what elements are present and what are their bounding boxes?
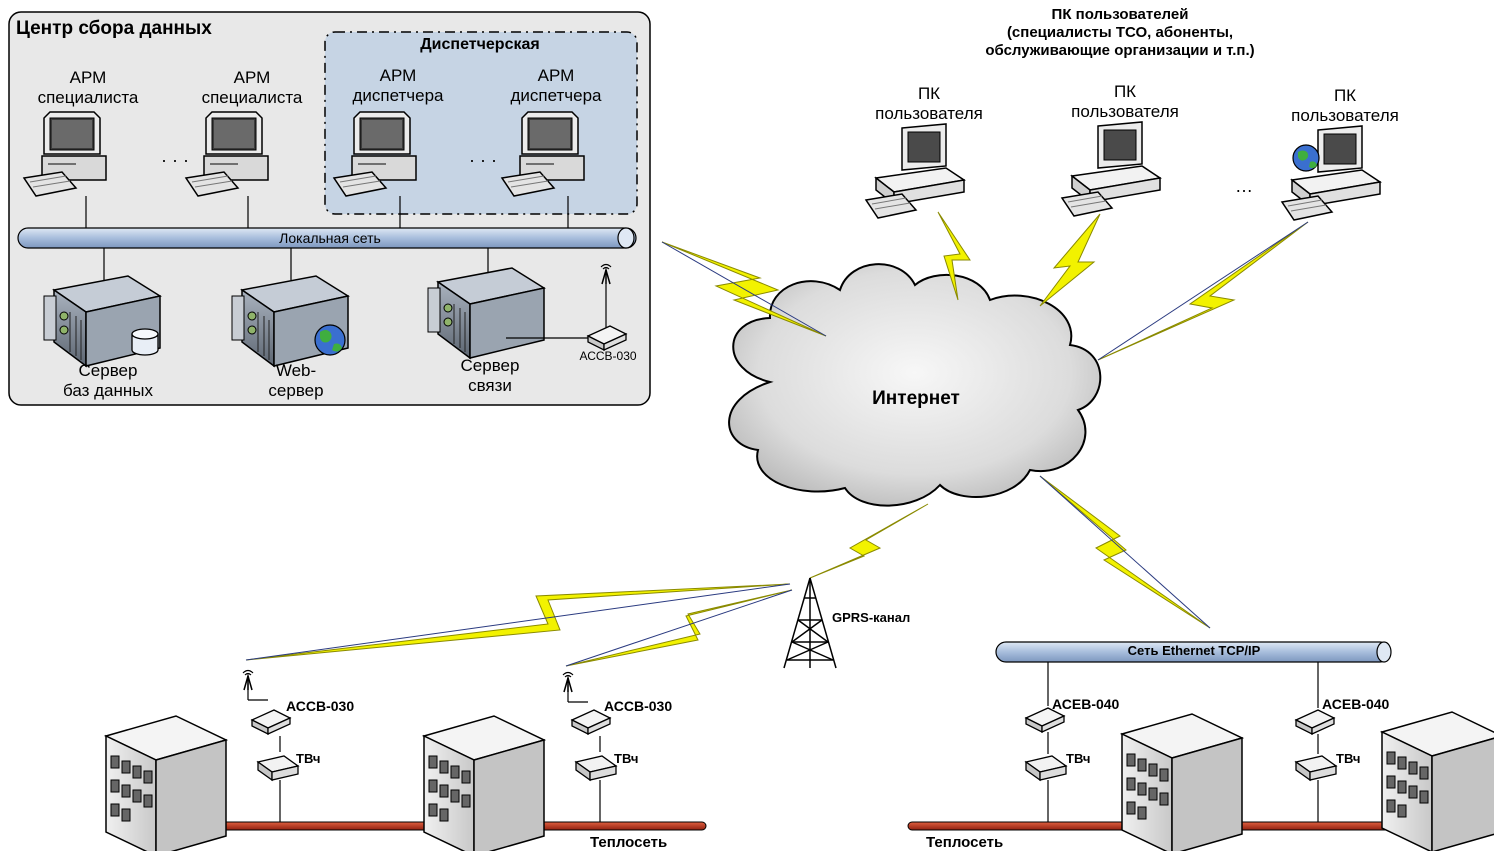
heat-meter-label: ТВч [1336, 751, 1361, 766]
data-center-title: Центр сбора данных [16, 18, 212, 39]
building-icon [423, 715, 545, 851]
modem-label: АСЕВ-040 [1322, 696, 1390, 712]
building-icon [105, 715, 227, 851]
gprs-tower-icon [783, 577, 837, 669]
heat-meter-icon [1025, 755, 1067, 781]
heat-network-label: Теплосеть [590, 834, 668, 851]
heat-meter-icon [257, 755, 299, 781]
heat-meter-icon [1295, 755, 1337, 781]
user-pc-icon [865, 123, 965, 219]
users-title: ПК пользователей(специалисты ТСО, абонен… [985, 6, 1255, 59]
local-network-bus [17, 227, 637, 249]
internet-label: Интернет [872, 388, 960, 409]
internet-cloud [728, 263, 1102, 507]
heat-meter-icon [575, 755, 617, 781]
ellipsis: · · · [469, 150, 497, 170]
modem-label: АССВ-030 [579, 349, 637, 363]
ellipsis: · · · [161, 150, 189, 170]
building-icon [1381, 711, 1494, 851]
lan-label: Локальная сеть [279, 230, 381, 246]
server-label: Web-сервер [268, 361, 324, 400]
globe-icon [314, 324, 346, 356]
ethernet-bus [995, 641, 1392, 663]
database-icon [131, 328, 159, 356]
antenna-icon [242, 669, 254, 691]
modem-aceb-icon [1295, 709, 1335, 735]
building-icon [1121, 713, 1243, 851]
gprs-label: GPRS-канал [832, 610, 911, 625]
modem-label: АСЕВ-040 [1052, 696, 1120, 712]
heat-meter-label: ТВч [1066, 751, 1091, 766]
modem-label: АССВ-030 [286, 698, 355, 714]
user-pc-icon [1061, 121, 1161, 217]
ethernet-label: Сеть Ethernet TCP/IP [1127, 643, 1261, 658]
heat-meter-label: ТВч [614, 751, 639, 766]
globe-icon [1292, 144, 1320, 172]
heat-network-label: Теплосеть [926, 834, 1004, 851]
ellipsis: … [1235, 176, 1253, 196]
user-pc-icon [1281, 125, 1381, 221]
antenna-icon [562, 671, 574, 693]
modem-accb-icon [251, 709, 291, 735]
modem-label: АССВ-030 [604, 698, 673, 714]
dispatch-room-title: Диспетчерская [420, 36, 540, 53]
heat-meter-label: ТВч [296, 751, 321, 766]
